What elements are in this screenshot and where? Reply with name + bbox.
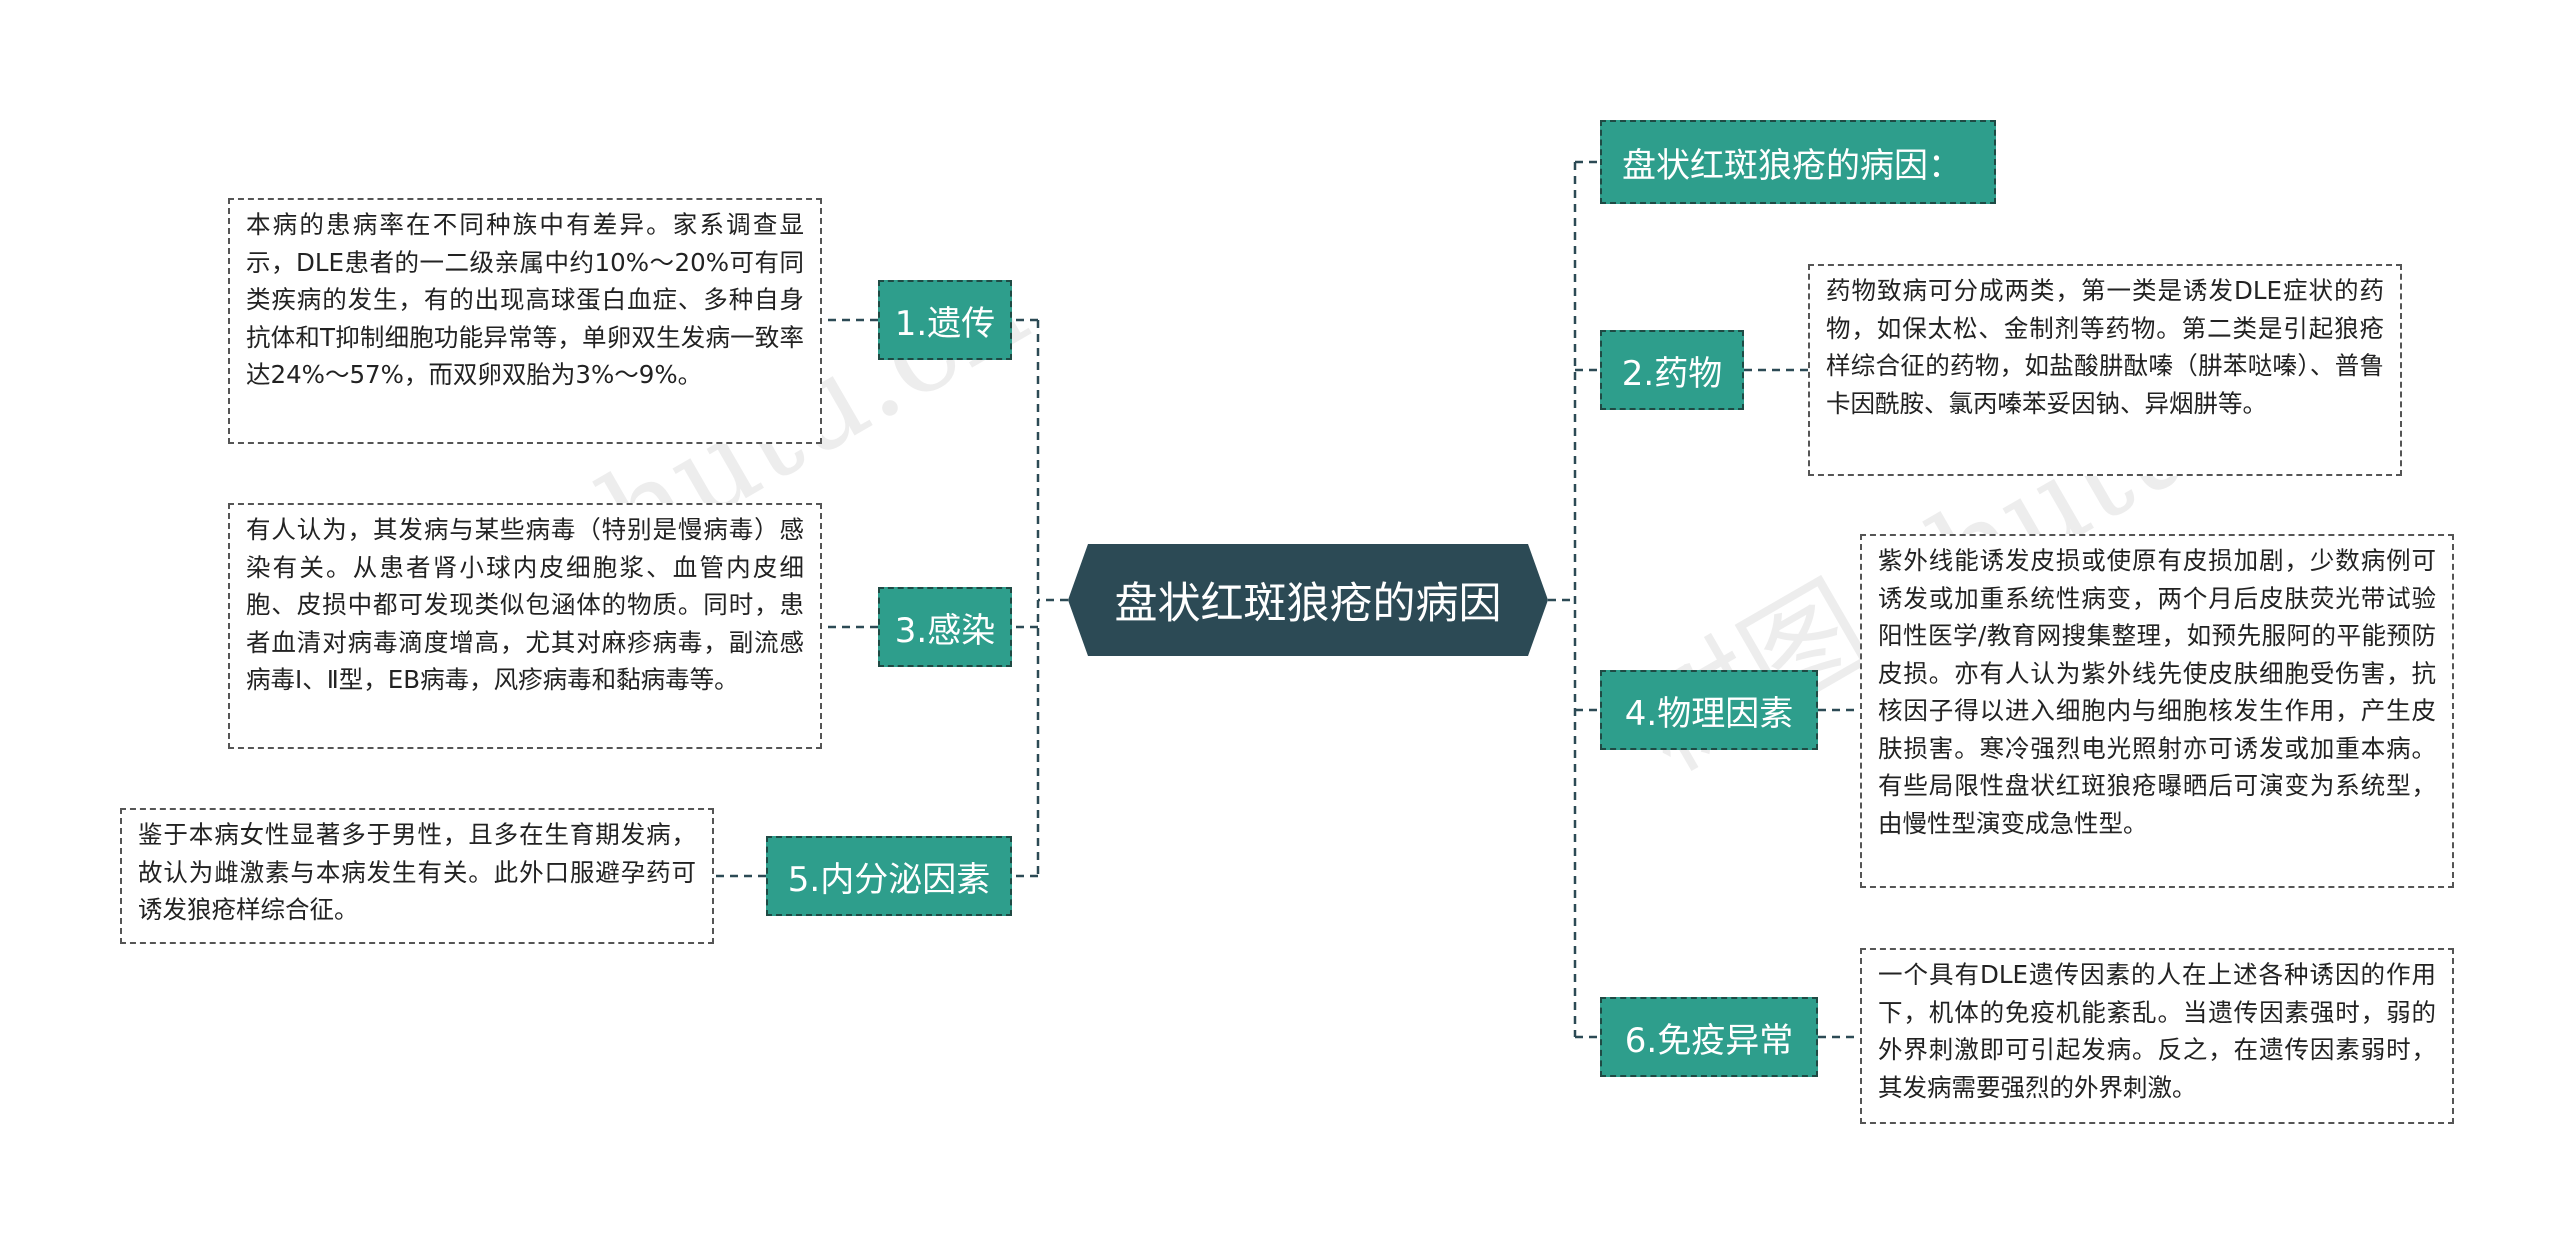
branch-physical-label: 4.物理因素 [1624, 693, 1794, 734]
branch-infection-label: 3.感染 [894, 610, 996, 651]
central-topic-label: 盘状红斑狼疮的病因 [1114, 579, 1502, 629]
leaf-immune: 一个具有DLE遗传因素的人在上述各种诱因的作用下，机体的免疫机能紊乱。当遗传因素… [1860, 948, 2454, 1124]
branch-drug[interactable]: 2.药物 [1600, 330, 1744, 410]
branch-immune[interactable]: 6.免疫异常 [1600, 997, 1818, 1077]
central-topic[interactable]: 盘状红斑狼疮的病因 [1068, 544, 1548, 656]
branch-genetic[interactable]: 1.遗传 [878, 280, 1012, 360]
branch-title[interactable]: 盘状红斑狼疮的病因： [1600, 120, 1996, 204]
branch-endocrine[interactable]: 5.内分泌因素 [766, 836, 1012, 916]
branch-endocrine-label: 5.内分泌因素 [787, 859, 991, 900]
branch-drug-label: 2.药物 [1621, 353, 1723, 394]
branch-immune-label: 6.免疫异常 [1624, 1020, 1794, 1061]
branch-infection[interactable]: 3.感染 [878, 587, 1012, 667]
branch-genetic-label: 1.遗传 [894, 303, 996, 344]
branch-title-label: 盘状红斑狼疮的病因： [1622, 145, 1962, 186]
leaf-infection: 有人认为，其发病与某些病毒（特别是慢病毒）感染有关。从患者肾小球内皮细胞浆、血管… [228, 503, 822, 749]
leaf-physical: 紫外线能诱发皮损或使原有皮损加剧，少数病例可诱发或加重系统性病变，两个月后皮肤荧… [1860, 534, 2454, 888]
leaf-genetic: 本病的患病率在不同种族中有差异。家系调查显示，DLE患者的一二级亲属中约10%～… [228, 198, 822, 444]
leaf-drug: 药物致病可分成两类，第一类是诱发DLE症状的药物，如保太松、金制剂等药物。第二类… [1808, 264, 2402, 476]
leaf-endocrine: 鉴于本病女性显著多于男性，且多在生育期发病，故认为雌激素与本病发生有关。此外口服… [120, 808, 714, 944]
branch-physical[interactable]: 4.物理因素 [1600, 670, 1818, 750]
